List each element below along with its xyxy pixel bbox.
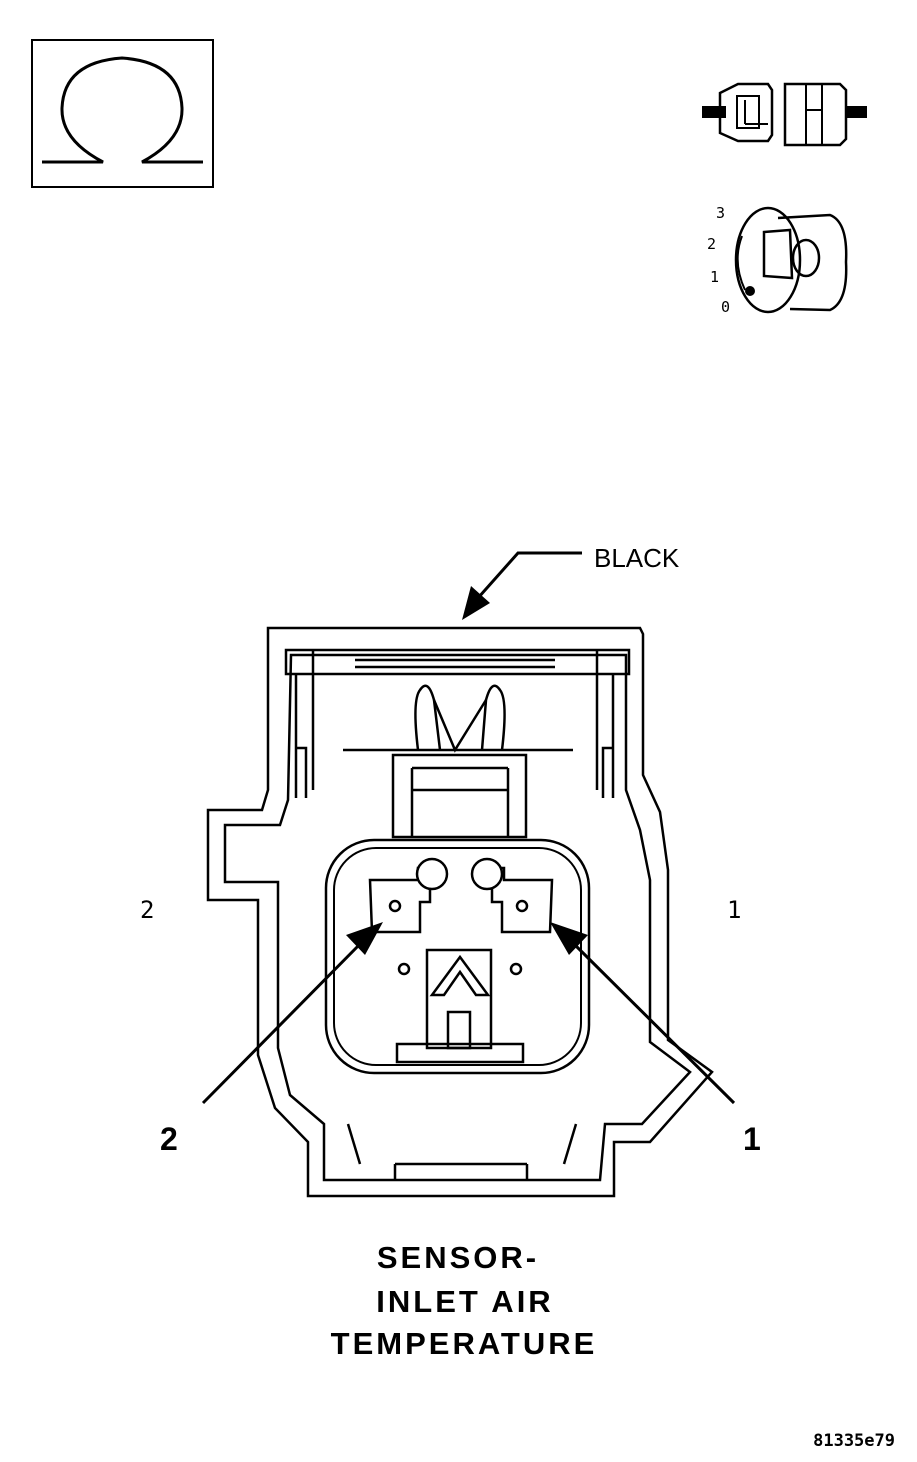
pin-2-leader: [201, 922, 383, 1105]
title-line-1: SENSOR-: [377, 1240, 539, 1275]
key-position-1: 1: [710, 268, 719, 286]
figure-id: 81335e79: [813, 1431, 895, 1451]
key-position-2: 2: [707, 235, 716, 253]
title-line-2: INLET AIR: [376, 1284, 553, 1319]
ignition-key-off-icon: [734, 206, 848, 314]
key-position-3: 3: [716, 204, 725, 222]
cavity-side-label-right: 1: [727, 896, 741, 924]
ohm-symbol-icon: [31, 39, 214, 188]
key-position-0: 0: [721, 298, 730, 316]
connector-disconnected-icon: [702, 82, 867, 147]
title-line-3: TEMPERATURE: [331, 1326, 598, 1361]
pin-1-label: 1: [743, 1121, 761, 1157]
pin-1-leader: [550, 922, 736, 1105]
cavity-side-label-left: 2: [140, 896, 154, 924]
pin-2-label: 2: [160, 1121, 178, 1157]
connector-housing: [206, 626, 714, 1198]
color-callout-leader: [462, 551, 582, 620]
color-callout-label: BLACK: [594, 543, 680, 573]
